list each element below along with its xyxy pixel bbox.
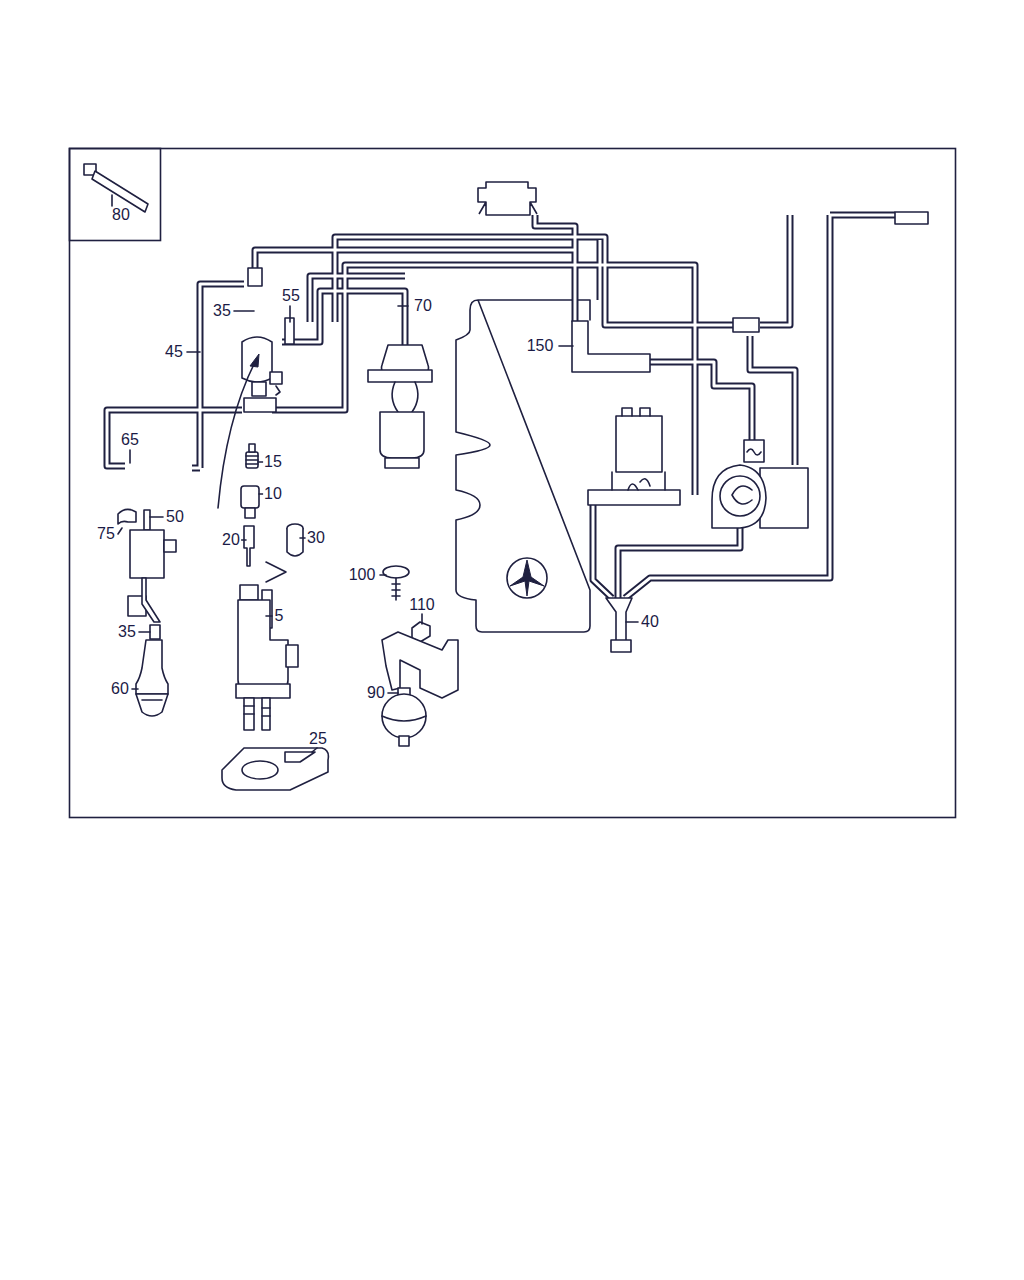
callout-number: 150: [526, 338, 555, 354]
y-piece-end: [611, 640, 631, 652]
arrow-head: [250, 354, 259, 367]
callout-number: 80: [111, 207, 131, 223]
vacuum-unit-70: [368, 345, 432, 468]
callout-number: 60: [110, 681, 130, 697]
callout-number: 45: [164, 344, 184, 360]
callout-number: 65: [120, 432, 140, 448]
callout-number: 10: [263, 486, 283, 502]
vacuum-lines: [107, 215, 895, 598]
bracket: [382, 632, 458, 698]
screw-30: [287, 524, 303, 556]
callout-number: 30: [306, 530, 326, 546]
callout-number: 35: [212, 303, 232, 319]
frame: [70, 149, 956, 818]
connector-20: [244, 526, 254, 566]
inset-box: [70, 149, 161, 241]
t-piece: [733, 318, 759, 332]
leader-lines: [118, 306, 638, 752]
spring-15: [246, 444, 258, 468]
mounting-plate-25: [222, 748, 328, 790]
distributor-block: [572, 321, 650, 372]
callout-number: 50: [165, 509, 185, 525]
callout-number: 15: [263, 454, 283, 470]
mercedes-star: [507, 558, 547, 598]
pressure-sensor: [744, 440, 764, 462]
callout-number: 40: [640, 614, 660, 630]
callout-number: 100: [348, 567, 377, 583]
callout-number: 20: [221, 532, 241, 548]
callout-number: 55: [281, 288, 301, 304]
reservoir-90: [382, 688, 426, 746]
callout-number: 5: [274, 608, 285, 624]
bolt-100: [383, 566, 409, 600]
valve-10: [241, 486, 259, 518]
break-mark: [266, 562, 286, 582]
top-connector: [478, 182, 537, 215]
valve-body-5: [236, 585, 298, 730]
control-unit: [588, 408, 680, 505]
callout-number: 35: [117, 624, 137, 640]
callout-number: 70: [413, 298, 433, 314]
callout-number: 25: [308, 731, 328, 747]
vacuum-pump: [712, 465, 808, 528]
sensor-plug: [895, 212, 928, 224]
callout-number: 75: [96, 526, 116, 542]
engine-outline: [456, 300, 590, 632]
callout-number: 110: [408, 597, 436, 613]
cable-tie: [84, 164, 148, 212]
y-piece: [606, 598, 632, 642]
callout-number: 90: [366, 685, 386, 701]
